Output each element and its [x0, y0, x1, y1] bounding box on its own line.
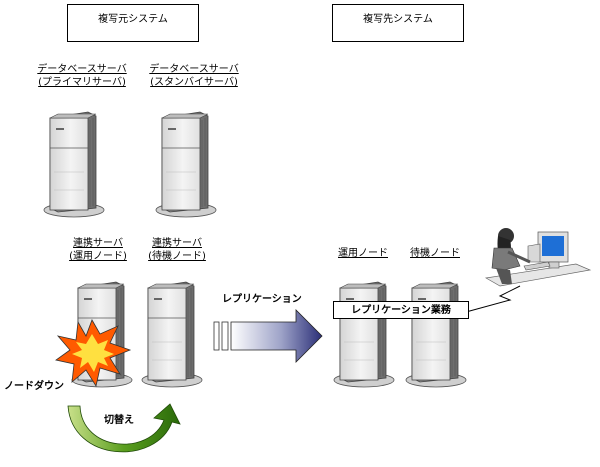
replication-label: レプリケーション: [222, 294, 302, 305]
node-down-label: ノードダウン: [4, 381, 64, 392]
switchover-arrow-icon: [67, 403, 181, 453]
switchover-label: 切替え: [104, 415, 134, 426]
target-system-title: 複写先システム: [363, 14, 433, 25]
target-standby-server-icon: [405, 281, 467, 388]
target-standby-label: 待機ノード: [410, 248, 460, 259]
replication-job-box: レプリケーション業務: [333, 301, 469, 319]
link-standby-label: 連携サーバ (待機ノード): [148, 238, 206, 262]
db-primary-server-icon: [43, 111, 105, 218]
db-standby-label: データベースサーバ (スタンバイサーバ): [149, 64, 239, 88]
explosion-icon: [55, 319, 132, 388]
link-active-label: 連携サーバ (運用ノード): [69, 238, 127, 262]
source-system-title: 複写元システム: [98, 14, 168, 25]
source-system-box: 複写元システム: [67, 4, 199, 42]
link-standby-server-icon: [141, 281, 203, 388]
replication-arrow-icon: [213, 309, 323, 363]
target-system-box: 複写先システム: [332, 4, 464, 42]
target-active-server-icon: [333, 281, 395, 388]
db-primary-label: データベースサーバ (プライマリサーバ): [37, 64, 127, 88]
db-standby-server-icon: [155, 111, 217, 218]
network-link-icon: [465, 285, 521, 313]
target-active-label: 運用ノード: [338, 248, 388, 259]
operator-workstation-icon: [484, 228, 592, 287]
